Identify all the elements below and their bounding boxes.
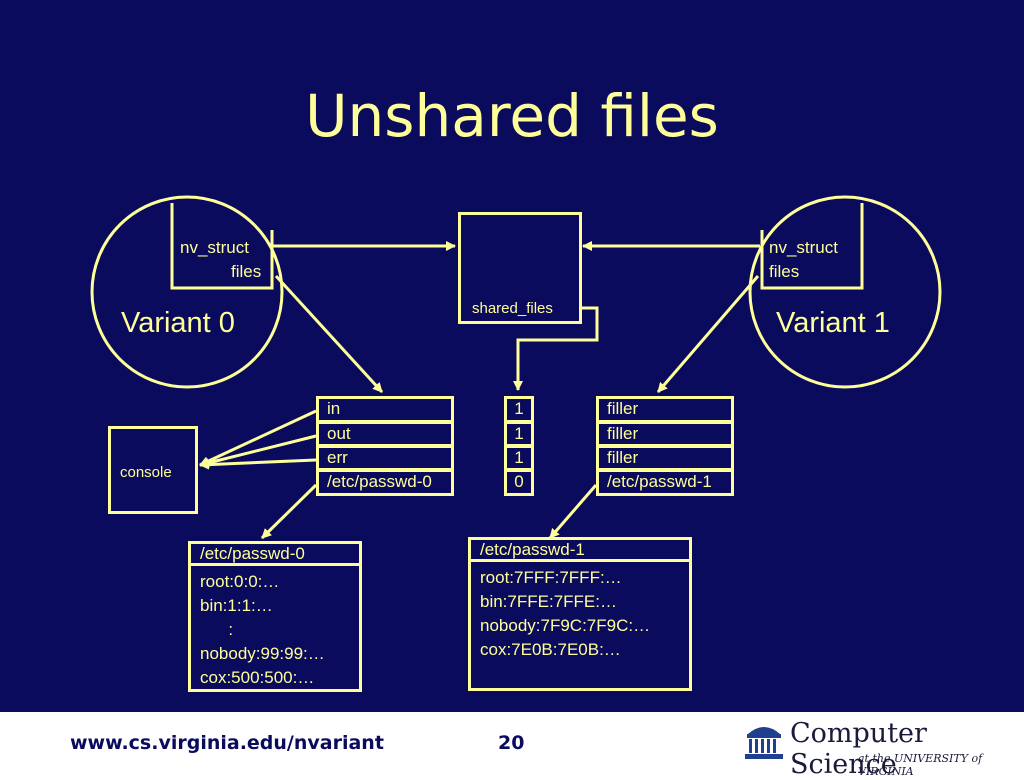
arrow-shared-to-counts (513, 306, 599, 391)
variant-0-label: Variant 0 (121, 307, 235, 339)
file-line: nobody:7F9C:7F9C:… (480, 616, 651, 635)
file-passwd-0-name: /etc/passwd-0 (191, 544, 359, 566)
variant-1-circle (748, 195, 942, 389)
file-passwd-1-contents: root:7FFF:7FFF:… bin:7FFE:7FFE:… nobody:… (471, 562, 689, 662)
diagram-connectors (90, 195, 942, 540)
arrow-err-to-console (199, 458, 317, 470)
fd-count-cell: 1 (504, 421, 534, 447)
footer-logo-subtext: at the UNIVERSITY of VIRGINIA (858, 752, 983, 778)
file-line: : (200, 620, 234, 639)
arrow-fd1-to-file1 (548, 484, 598, 539)
variant-1-label: Variant 1 (776, 307, 890, 339)
file-line: nobody:99:99:… (200, 644, 325, 663)
fd-count-cell: 0 (504, 469, 534, 496)
footer-page-number: 20 (498, 732, 525, 754)
fd-count-cell: 1 (504, 396, 534, 423)
file-line: bin:7FFE:7FFE:… (480, 592, 617, 611)
rotunda-logo-icon (745, 727, 783, 759)
fd-table-0-row: /etc/passwd-0 (316, 469, 454, 496)
file-passwd-0-contents: root:0:0:… bin:1:1:… : nobody:99:99:… co… (191, 566, 359, 690)
console-label: console (120, 464, 172, 481)
arrow-in-to-console (199, 409, 317, 467)
file-passwd-1-name: /etc/passwd-1 (471, 540, 689, 562)
fd-count-cell: 1 (504, 445, 534, 471)
file-line: cox:7E0B:7E0B:… (480, 640, 621, 659)
file-line: root:0:0:… (200, 572, 280, 591)
footer-url: www.cs.virginia.edu/nvariant (70, 732, 384, 754)
variant-1-struct-label: nv_struct (769, 238, 838, 257)
variant-0-circle (90, 195, 284, 389)
slide-canvas: Unshared files nv_struct files Variant 0… (0, 0, 1024, 712)
fd-table-1-row: filler (596, 421, 734, 447)
variant-1-struct-bracket (760, 203, 864, 290)
variant-1-files-label: files (769, 262, 800, 281)
fd-table-1-row: filler (596, 396, 734, 423)
arrow-fd0-to-file0 (260, 483, 318, 540)
shared-files-label: shared_files (472, 300, 553, 317)
arrow-variant0-to-fdtable (274, 274, 384, 394)
file-line: root:7FFF:7FFF:… (480, 568, 622, 587)
file-line: cox:500:500:… (200, 668, 315, 687)
console-box: console (108, 426, 198, 514)
fd-table-0-row: out (316, 421, 454, 447)
shared-files-box: shared_files (458, 212, 582, 324)
slide-title: Unshared files (305, 82, 719, 150)
file-passwd-0: /etc/passwd-0 root:0:0:… bin:1:1:… : nob… (188, 541, 362, 692)
fd-table-1-row: filler (596, 445, 734, 471)
fd-table-0-row: in (316, 396, 454, 423)
slide-footer (0, 712, 1024, 768)
file-line: bin:1:1:… (200, 596, 273, 615)
variant-0-files-label: files (231, 262, 262, 281)
fd-table-0-row: err (316, 445, 454, 471)
arrow-out-to-console (199, 434, 317, 468)
variant-0-struct-bracket (170, 203, 274, 290)
file-passwd-1: /etc/passwd-1 root:7FFF:7FFF:… bin:7FFE:… (468, 537, 692, 691)
arrow-variant1-to-fdtable (656, 275, 760, 393)
fd-table-1-row: /etc/passwd-1 (596, 469, 734, 496)
variant-0-struct-label: nv_struct (180, 238, 249, 257)
